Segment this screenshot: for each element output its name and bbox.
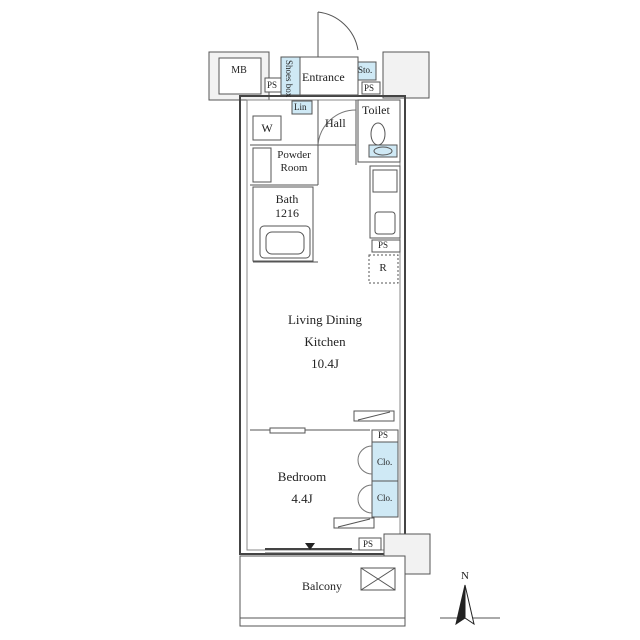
mb-label: MB <box>231 65 247 76</box>
north-label: N <box>461 570 469 582</box>
washer-label: W <box>261 121 273 135</box>
washer-box <box>252 115 282 141</box>
bath-label-1: Bath <box>275 192 299 206</box>
ldk-label-1: Living Dining <box>287 312 363 327</box>
shoes-box-label: Shoes box <box>284 60 294 98</box>
outdoor-unit <box>360 567 396 591</box>
powder-room-label-1: Powder <box>277 149 311 161</box>
storage-box <box>357 61 377 81</box>
storage-label: Sto. <box>358 65 373 75</box>
hall-label: Hall <box>325 116 346 130</box>
refrigerator-label: R <box>379 262 387 274</box>
bathtub <box>259 225 311 259</box>
toilet-label: Toilet <box>362 103 390 117</box>
balcony-label: Balcony <box>302 579 342 593</box>
ldk-label-2: Kitchen <box>304 334 346 349</box>
ps-label-2: PS <box>364 83 375 93</box>
ps-label-5: PS <box>363 539 374 549</box>
ps-label-4: PS <box>378 430 389 440</box>
north-arrow <box>455 584 466 626</box>
bath-label-2: 1216 <box>275 206 299 220</box>
ps-label-1: PS <box>267 80 278 90</box>
outer-wall <box>239 95 406 555</box>
kitchen-sink <box>374 211 396 235</box>
bedroom-size-label: 4.4J <box>291 491 313 506</box>
column-top-right <box>382 51 430 99</box>
powder-room-label-2: Room <box>280 162 308 174</box>
ldk-size-label: 10.4J <box>311 356 339 371</box>
entrance-area <box>299 56 359 96</box>
ps-label-3: PS <box>378 240 389 250</box>
bath-room <box>252 186 314 262</box>
powder-sink <box>252 147 272 183</box>
closet-1-label: Clo. <box>377 457 393 467</box>
linen-box <box>291 100 313 115</box>
bedroom-label: Bedroom <box>277 469 327 484</box>
closet-2-label: Clo. <box>377 493 393 503</box>
closet-2 <box>371 480 399 518</box>
stove <box>372 169 398 193</box>
linen-label: Lin <box>294 102 307 112</box>
refrigerator <box>368 254 399 284</box>
entrance-label: Entrance <box>302 70 345 84</box>
shoes-box <box>280 56 301 96</box>
entrance-door <box>317 11 359 57</box>
